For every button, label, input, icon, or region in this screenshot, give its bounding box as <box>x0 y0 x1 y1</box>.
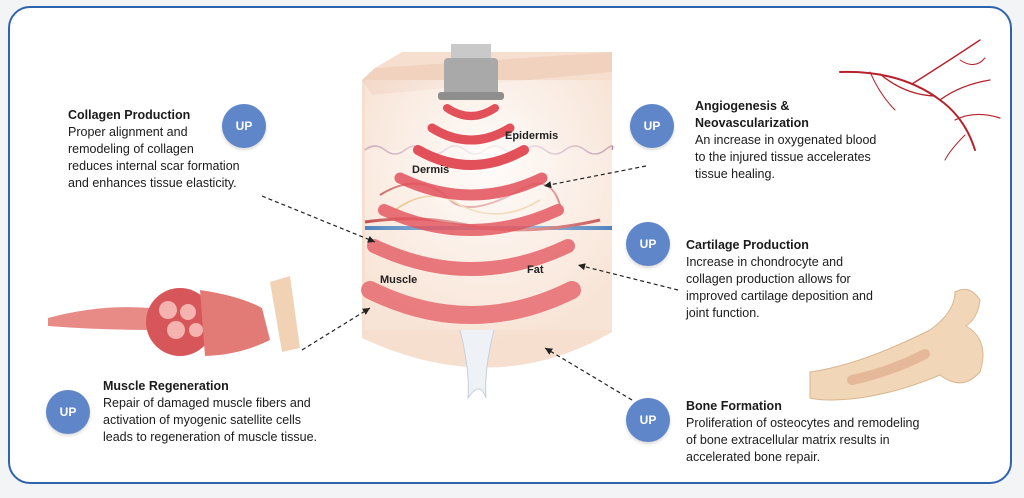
bone-desc-line: of bone extracellular matrix results in <box>686 433 890 447</box>
collagen-desc-line: reduces internal scar formation <box>68 159 240 173</box>
bone-block: Bone Formation Proliferation of osteocyt… <box>686 398 976 466</box>
muscle-title: Muscle Regeneration <box>103 379 229 393</box>
label-fat: Fat <box>527 264 544 276</box>
up-badge-bone: UP <box>626 398 670 442</box>
muscle-block: Muscle Regeneration Repair of damaged mu… <box>103 378 363 446</box>
label-dermis: Dermis <box>412 164 450 176</box>
up-badge-muscle: UP <box>46 390 90 434</box>
angiogenesis-block: Angiogenesis & Neovascularization An inc… <box>695 98 925 183</box>
collagen-desc-line: remodeling of collagen <box>68 142 194 156</box>
muscle-desc-line: Repair of damaged muscle fibers and <box>103 396 311 410</box>
angiogenesis-title: Neovascularization <box>695 116 809 130</box>
cartilage-desc-line: collagen production allows for <box>686 272 851 286</box>
transducer-probe <box>438 44 504 100</box>
label-muscle: Muscle <box>380 274 418 286</box>
muscle-desc-line: activation of myogenic satellite cells <box>103 413 302 427</box>
up-badge-angiogenesis: UP <box>630 104 674 148</box>
cartilage-desc-line: improved cartilage deposition and <box>686 289 873 303</box>
bone-illustration <box>809 288 984 401</box>
leader-lines <box>261 165 679 401</box>
acoustic-waves <box>361 104 581 324</box>
label-epidermis: Epidermis <box>505 130 559 142</box>
angiogenesis-desc-line: to the injured tissue accelerates <box>695 150 871 164</box>
muscle-illustration <box>48 276 300 356</box>
cartilage-block: Cartilage Production Increase in chondro… <box>686 237 926 322</box>
collagen-desc-line: and enhances tissue elasticity. <box>68 176 237 190</box>
angiogenesis-desc-line: An increase in oxygenated blood <box>695 133 877 147</box>
bone-desc-line: accelerated bone repair. <box>686 450 821 464</box>
collagen-desc-line: Proper alignment and <box>68 125 188 139</box>
bone-desc-line: Proliferation of osteocytes and remodeli… <box>686 416 920 430</box>
bone-title: Bone Formation <box>686 399 782 413</box>
collagen-title: Collagen Production <box>68 108 191 122</box>
up-badge-collagen: UP <box>222 104 266 148</box>
cartilage-title: Cartilage Production <box>686 238 809 252</box>
cartilage-desc-line: Increase in chondrocyte and <box>686 255 844 269</box>
up-badge-cartilage: UP <box>626 222 670 266</box>
angiogenesis-desc-line: tissue healing. <box>695 167 775 181</box>
cartilage-desc-line: joint function. <box>686 306 760 320</box>
muscle-desc-line: leads to regeneration of muscle tissue. <box>103 430 318 444</box>
angiogenesis-title: Angiogenesis & <box>695 99 790 113</box>
collagen-block: Collagen Production Proper alignment and… <box>68 107 288 192</box>
blood-vessel-illustration <box>839 39 1001 161</box>
tendon-shape <box>459 329 495 400</box>
